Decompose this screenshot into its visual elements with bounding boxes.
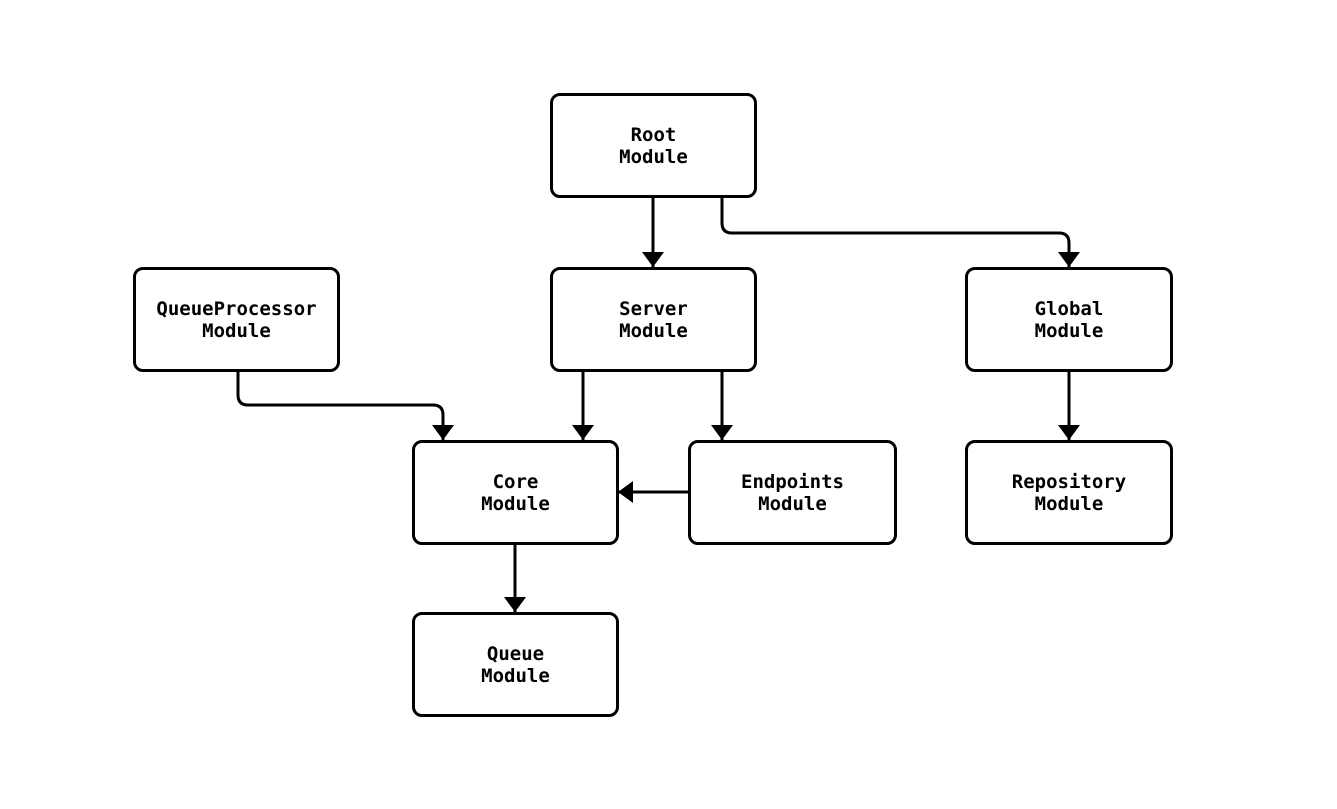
- node-queue-module: Queue Module: [412, 612, 619, 717]
- node-core-module: Core Module: [412, 440, 619, 545]
- node-root-module: Root Module: [550, 93, 757, 198]
- node-queueprocessor-module: QueueProcessor Module: [133, 267, 340, 372]
- edge-queueprocessor-core: [236, 372, 454, 440]
- node-global-module: Global Module: [965, 267, 1173, 372]
- node-repository-module: Repository Module: [965, 440, 1173, 545]
- node-endpoints-module: Endpoints Module: [688, 440, 897, 545]
- node-server-module: Server Module: [550, 267, 757, 372]
- edge-root-global: [720, 198, 1080, 267]
